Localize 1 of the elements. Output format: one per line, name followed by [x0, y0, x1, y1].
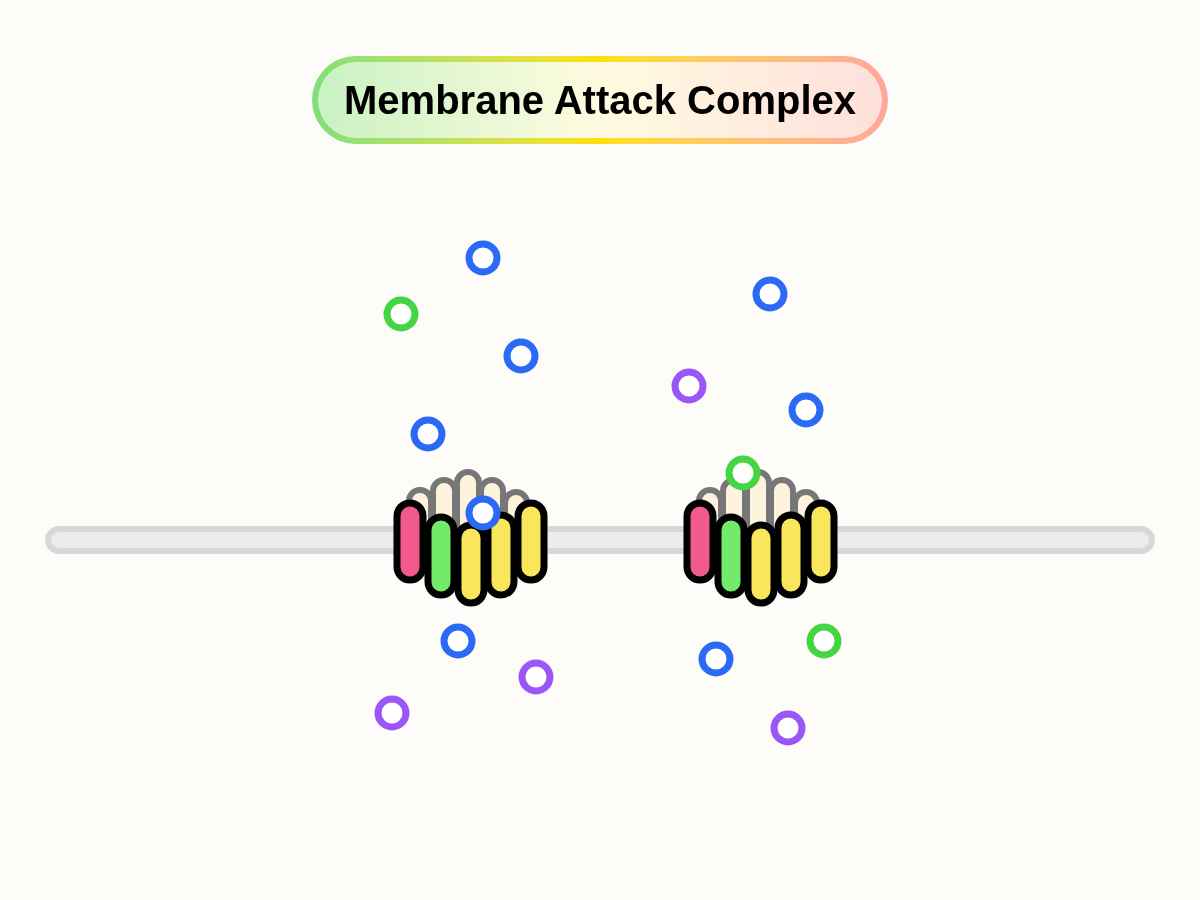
title-text: Membrane Attack Complex: [318, 62, 882, 138]
